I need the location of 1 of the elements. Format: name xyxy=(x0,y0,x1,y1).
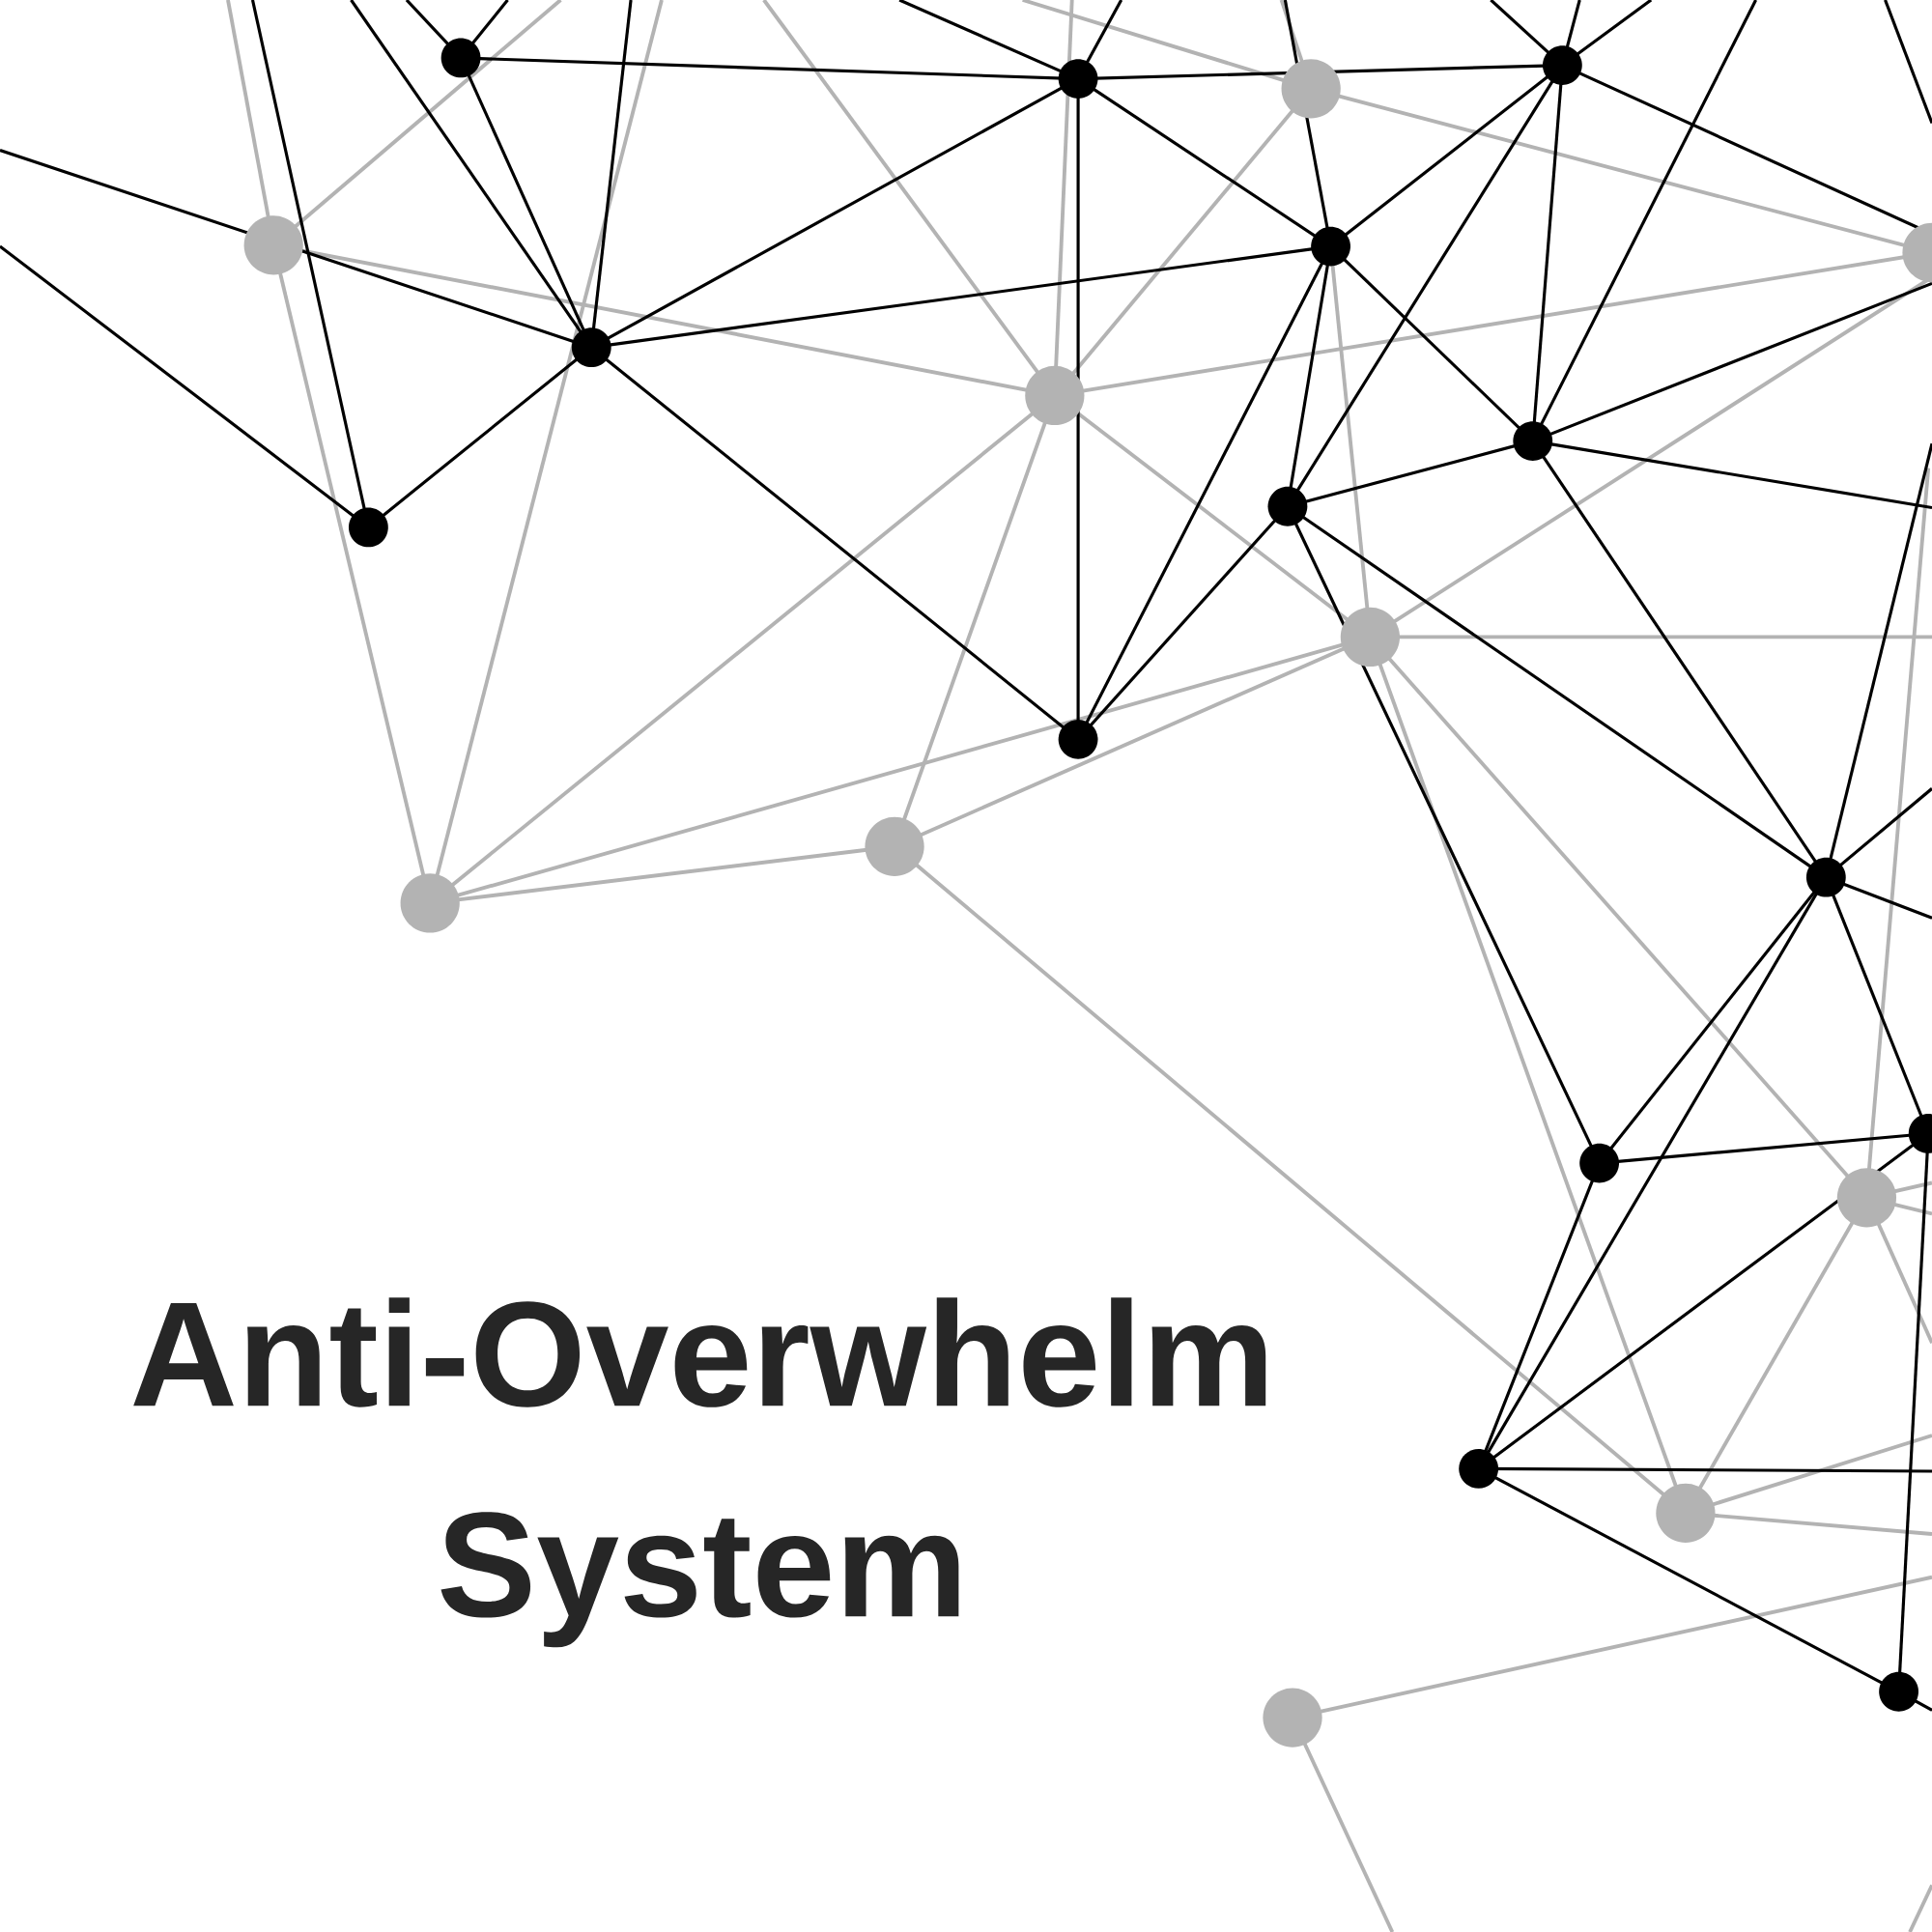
title: Anti-Overwhelm System xyxy=(133,1297,1266,1648)
